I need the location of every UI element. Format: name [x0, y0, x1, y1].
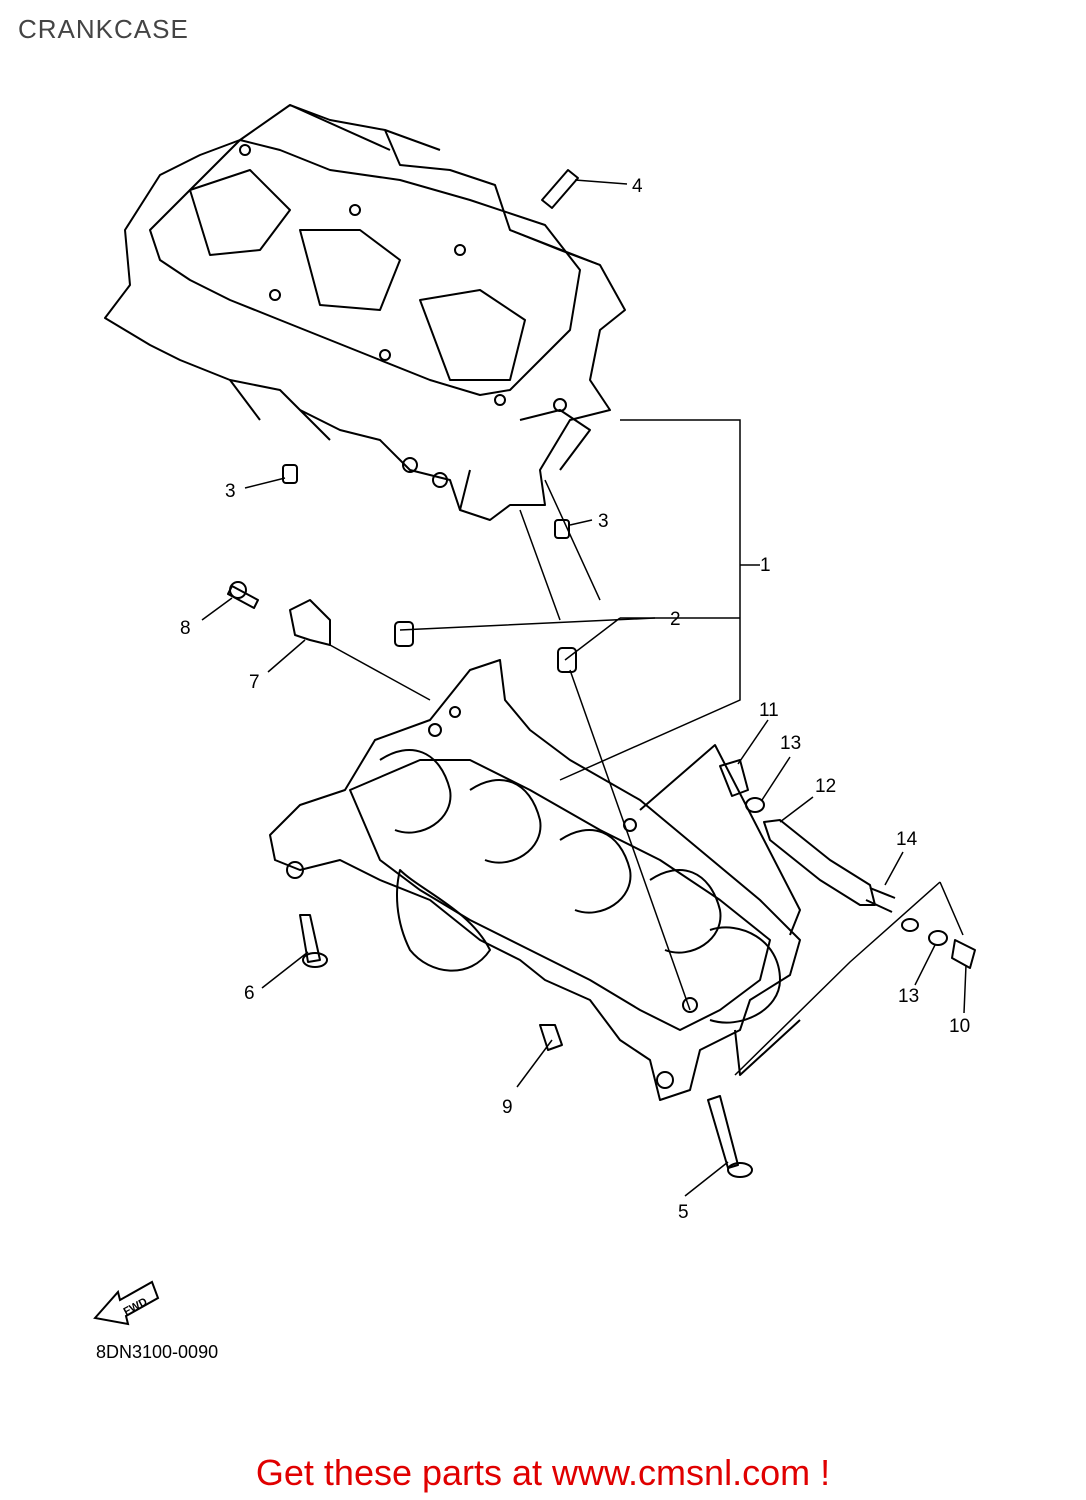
callout-5: 5	[678, 1202, 689, 1223]
leader-lines	[201, 179, 967, 1197]
callout-13b: 13	[898, 986, 919, 1007]
callout-13a: 13	[780, 733, 801, 754]
exploded-parts-diagram: 1 2 3 3 4 5 6 7 8 9 10 11 12 13 13 14 FW…	[93, 104, 976, 1326]
callout-9: 9	[502, 1097, 513, 1118]
lower-crankcase	[269, 659, 801, 1101]
bolts	[227, 581, 753, 1178]
callout-12: 12	[815, 776, 836, 797]
bracket	[289, 599, 331, 646]
callout-labels: 1 2 3 3 4 5 6 7 8 9 10 11 12 13 13 14	[180, 176, 970, 1223]
callout-7: 7	[249, 672, 260, 693]
diagram-code: 8DN3100-0090	[96, 1342, 219, 1362]
page-title: CRANKCASE	[18, 14, 189, 44]
callout-8: 8	[180, 618, 191, 639]
callout-6: 6	[244, 983, 255, 1004]
callout-11: 11	[759, 700, 779, 721]
upper-crankcase	[104, 104, 626, 521]
dowel-pins	[282, 464, 577, 673]
callout-14: 14	[896, 829, 918, 850]
promo-link[interactable]: Get these parts at www.cmsnl.com !	[255, 1452, 831, 1493]
callout-3a: 3	[225, 481, 236, 502]
oil-plug-top	[541, 169, 579, 209]
oil-hose	[719, 759, 976, 969]
callout-3b: 3	[598, 511, 609, 532]
fwd-arrow-icon: FWD	[93, 1280, 160, 1326]
callout-10: 10	[949, 1016, 970, 1037]
callout-2: 2	[670, 609, 681, 630]
callout-1: 1	[760, 555, 771, 576]
callout-4: 4	[632, 176, 643, 197]
